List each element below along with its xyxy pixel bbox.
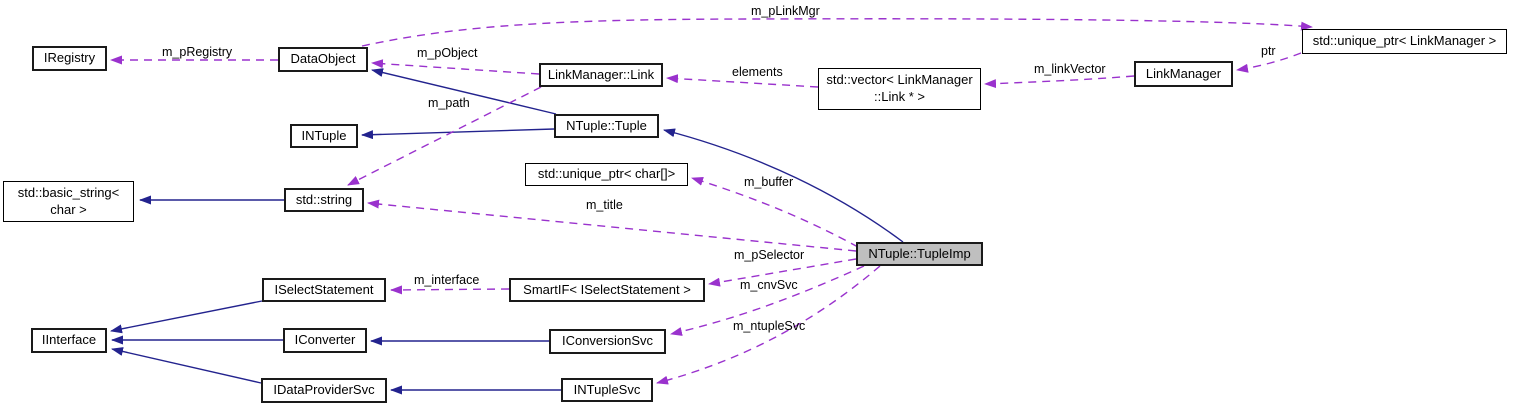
edge-ntuple-tupleimp-to-iconversionsvc xyxy=(670,265,865,336)
edge-label-ptr: ptr xyxy=(1261,44,1276,58)
edge-ntuple-tupleimp-to-ntuple-tuple xyxy=(663,128,904,243)
edge-ntuple-tupleimp-to-smartif-iselectstatement xyxy=(708,258,857,287)
node-label: SmartIF< ISelectStatement > xyxy=(523,281,691,297)
edge-ntuple-tupleimp-to-std-unique-ptr-char xyxy=(691,177,859,248)
node-iconversionsvc[interactable]: IConversionSvc xyxy=(549,329,666,354)
edge-ntuple-tuple-to-intuple xyxy=(361,128,555,140)
node-label: ::Link * > xyxy=(874,89,925,104)
node-iinterface[interactable]: IInterface xyxy=(31,328,107,353)
node-label: std::unique_ptr< char[]> xyxy=(537,166,676,182)
node-label: IInterface xyxy=(41,332,97,348)
edge-label-m_pSelector: m_pSelector xyxy=(734,248,805,262)
node-std-basic-string[interactable]: std::basic_string<char > xyxy=(3,181,134,222)
node-label: LinkManager xyxy=(1145,65,1222,81)
node-label: std::vector< LinkManager xyxy=(826,72,973,88)
node-std-vector-linkmanager-link[interactable]: std::vector< LinkManager::Link * > xyxy=(818,68,981,110)
node-std-string[interactable]: std::string xyxy=(284,188,364,212)
edge-iselectstatement-to-iinterface xyxy=(110,300,263,334)
node-label: IDataProviderSvc xyxy=(273,382,375,398)
node-label: IConverter xyxy=(294,332,356,348)
node-label: char > xyxy=(50,201,87,217)
edge-label-m_pRegistry: m_pRegistry xyxy=(162,45,233,59)
edge-std-unique-ptr-linkmanager-to-linkmanager xyxy=(1236,52,1302,73)
edge-idataprovidersvc-to-iinterface xyxy=(111,347,262,384)
edge-label-m_cnvSvc: m_cnvSvc xyxy=(740,278,798,292)
node-iconverter[interactable]: IConverter xyxy=(283,328,367,353)
node-linkmanager[interactable]: LinkManager xyxy=(1134,61,1233,87)
node-label: IRegistry xyxy=(43,50,96,66)
node-label: std::string xyxy=(295,191,353,207)
node-iregistry[interactable]: IRegistry xyxy=(32,46,107,71)
node-ntuple-tupleimp: NTuple::TupleImp xyxy=(856,242,983,266)
edge-ntuple-tupleimp-to-intuplesvc xyxy=(656,265,881,385)
edge-linkmanager-to-std-vector-linkmanager-link xyxy=(984,75,1135,89)
node-label: LinkManager::Link xyxy=(547,66,655,82)
edge-label-m_pLinkMgr: m_pLinkMgr xyxy=(751,4,820,18)
node-ntuple-tuple[interactable]: NTuple::Tuple xyxy=(554,114,659,138)
node-label: std::unique_ptr< LinkManager > xyxy=(1312,33,1497,49)
edge-ntuple-tuple-to-dataobject xyxy=(371,68,557,115)
edge-smartif-iselectstatement-to-iselectstatement xyxy=(390,285,510,295)
node-label: ISelectStatement xyxy=(274,281,374,297)
node-label: IConversionSvc xyxy=(561,333,654,349)
edge-label-m_interface: m_interface xyxy=(414,273,480,287)
node-std-unique-ptr-linkmanager[interactable]: std::unique_ptr< LinkManager > xyxy=(1302,29,1507,54)
node-label: NTuple::TupleImp xyxy=(868,245,971,261)
edge-ntuple-tupleimp-to-std-string xyxy=(367,199,857,252)
node-dataobject[interactable]: DataObject xyxy=(278,47,368,72)
edge-label-m_linkVector: m_linkVector xyxy=(1034,62,1106,76)
node-label: INTuple xyxy=(301,127,347,143)
node-intuple[interactable]: INTuple xyxy=(290,124,358,148)
node-label: std::basic_string< xyxy=(17,184,120,200)
node-std-unique-ptr-char[interactable]: std::unique_ptr< char[]> xyxy=(525,163,688,186)
edge-label-m_path: m_path xyxy=(428,96,470,110)
edge-dataobject-to-std-unique-ptr-linkmanager xyxy=(361,18,1313,47)
node-smartif-iselectstatement[interactable]: SmartIF< ISelectStatement > xyxy=(509,278,705,302)
node-iselectstatement[interactable]: ISelectStatement xyxy=(262,278,386,302)
edge-label-m_ntupleSvc: m_ntupleSvc xyxy=(733,319,806,333)
node-idataprovidersvc[interactable]: IDataProviderSvc xyxy=(261,378,387,403)
edge-label-m_title: m_title xyxy=(586,198,623,212)
edge-label-m_pObject: m_pObject xyxy=(417,46,478,60)
node-intuplesvc[interactable]: INTupleSvc xyxy=(561,378,653,402)
edge-label-m_buffer: m_buffer xyxy=(744,175,794,189)
edge-label-elements: elements xyxy=(732,65,783,79)
node-label: INTupleSvc xyxy=(573,381,641,397)
node-linkmanager-link[interactable]: LinkManager::Link xyxy=(539,63,663,87)
edge-std-vector-linkmanager-link-to-linkmanager-link xyxy=(666,74,819,88)
node-label: DataObject xyxy=(290,51,356,67)
node-label: NTuple::Tuple xyxy=(566,117,647,133)
edge-linkmanager-link-to-dataobject xyxy=(371,59,540,75)
